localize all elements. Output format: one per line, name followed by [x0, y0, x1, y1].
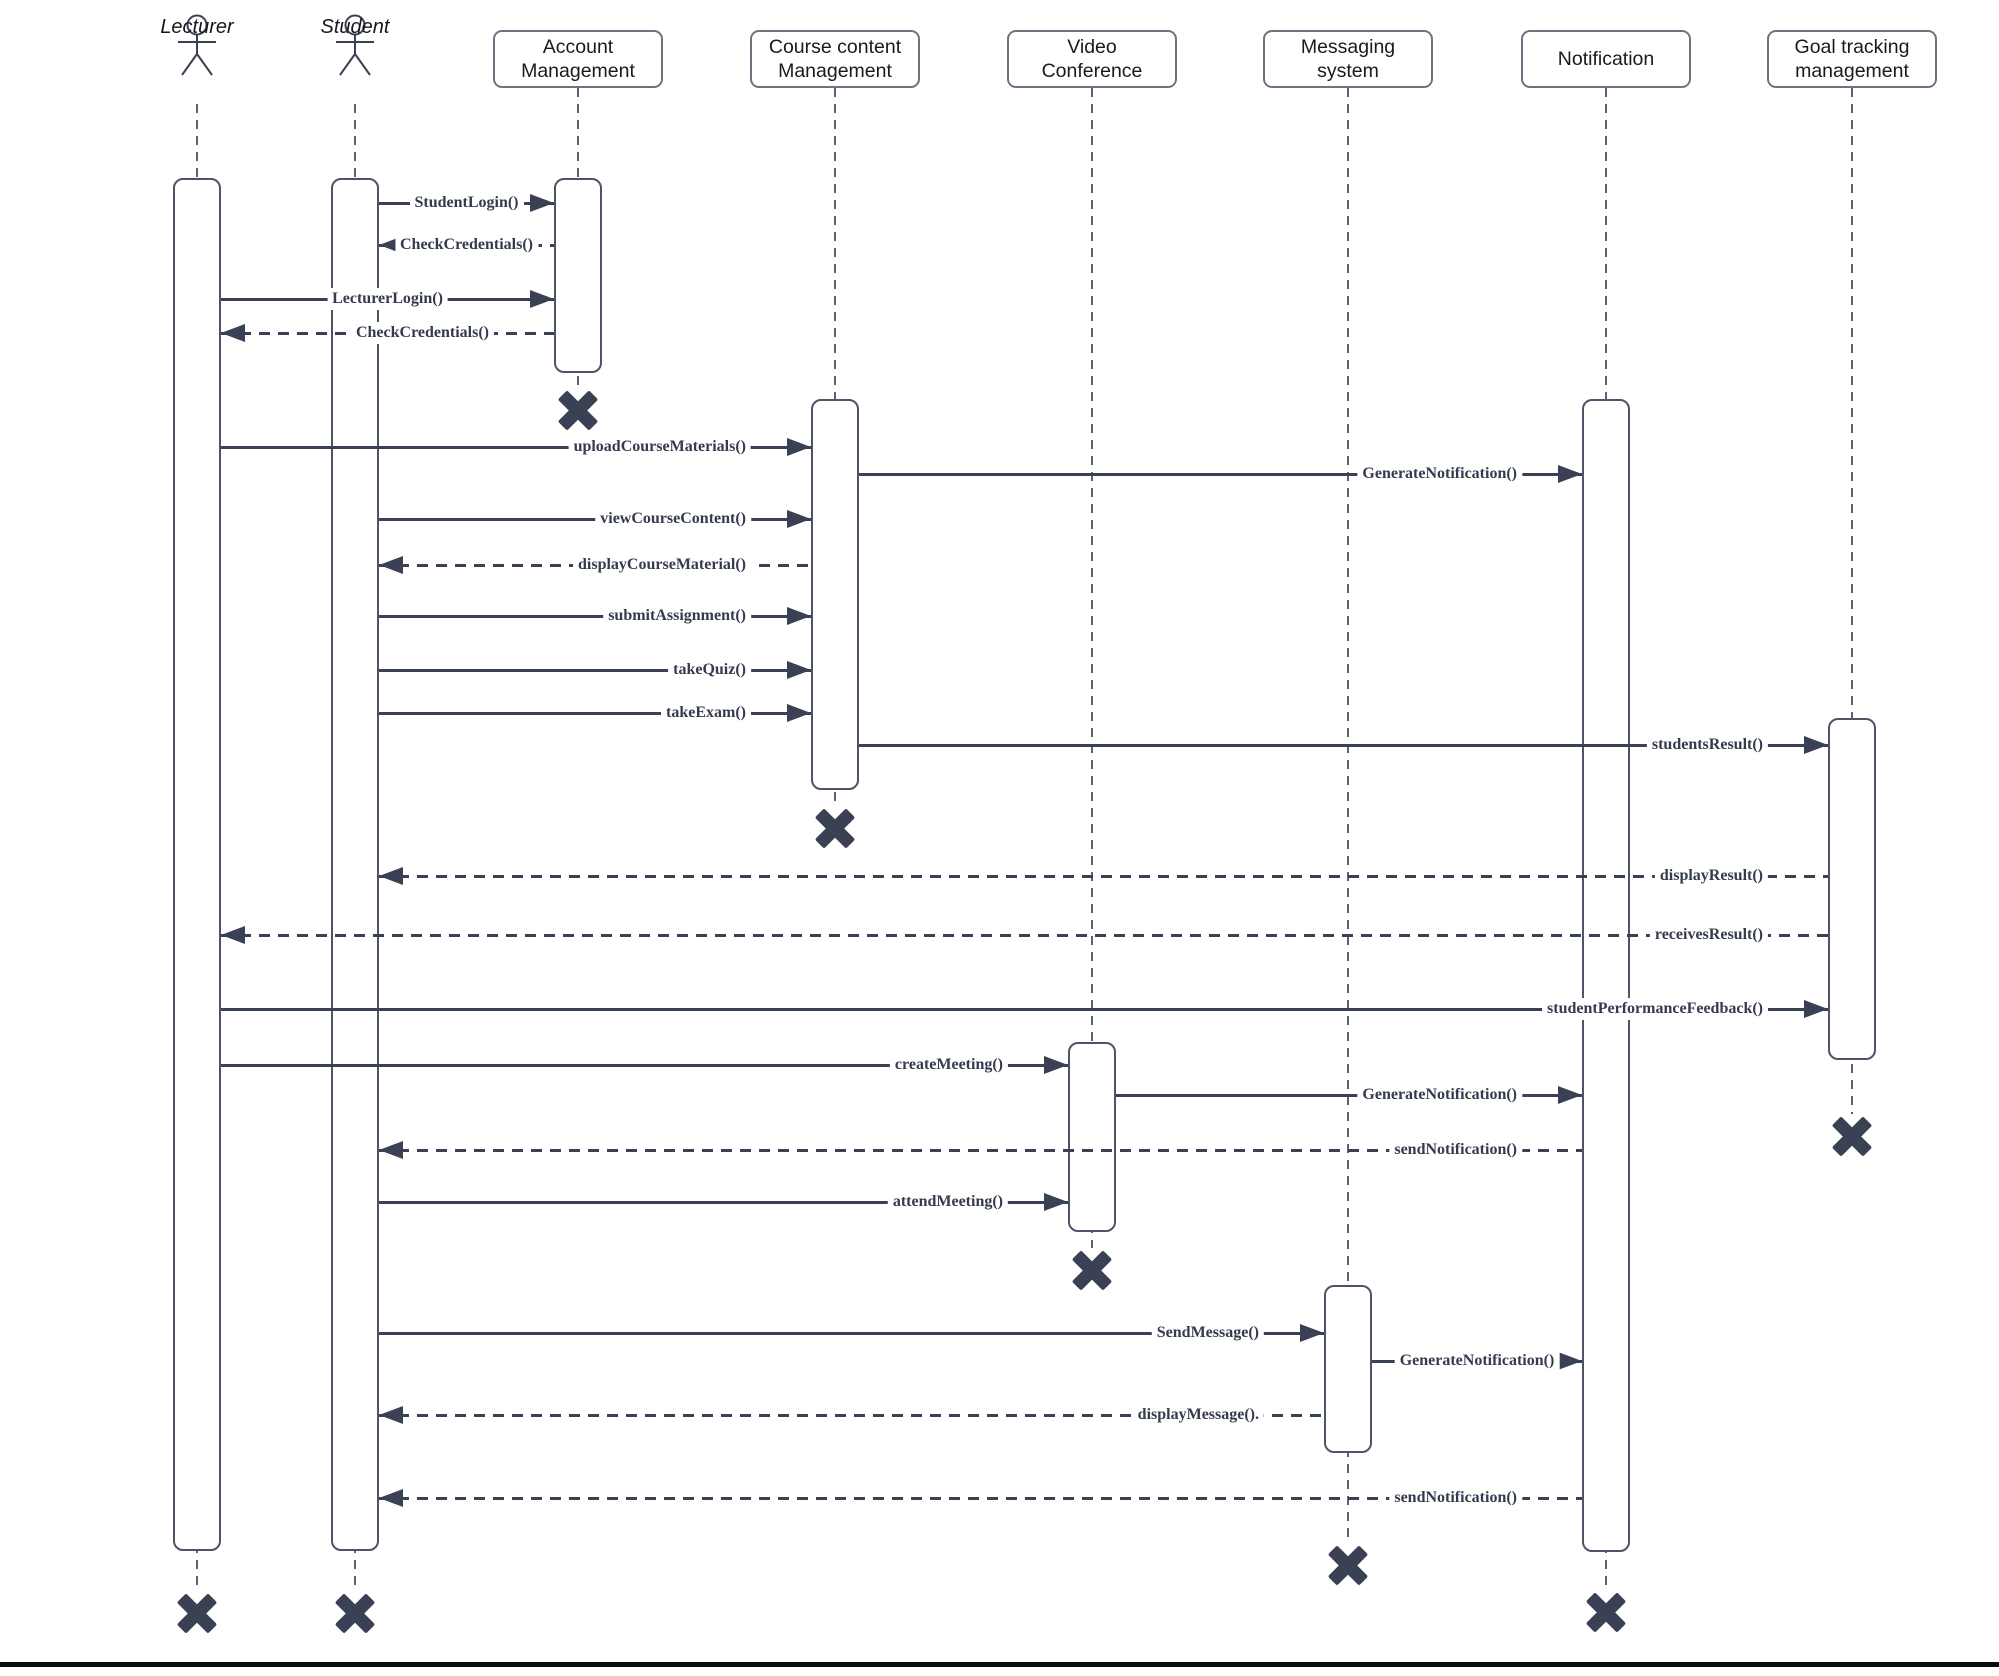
- arrowhead-icon: [530, 290, 554, 308]
- message-line-4: [221, 445, 811, 449]
- message-line-10: [379, 711, 811, 715]
- message-line-16: [1116, 1093, 1582, 1097]
- arrowhead-icon: [787, 510, 811, 528]
- participant-video: Video Conference: [1007, 30, 1177, 88]
- message-label-6: viewCourseContent(): [595, 508, 751, 530]
- arrowhead-icon: [1558, 465, 1582, 483]
- destroy-cross-icon: [333, 1591, 377, 1635]
- destroy-cross-icon: [175, 1591, 219, 1635]
- lifeline-messaging: [1347, 88, 1349, 1543]
- message-label-11: studentsResult(): [1646, 734, 1768, 756]
- arrowhead-icon: [379, 1141, 403, 1159]
- arrowhead-icon: [1300, 1324, 1324, 1342]
- lifeline-goal: [1851, 88, 1853, 1114]
- message-label-2: LecturerLogin(): [327, 288, 448, 310]
- destroy-cross-icon: [556, 388, 600, 432]
- message-line-18: [379, 1200, 1068, 1204]
- arrowhead-icon: [1558, 1086, 1582, 1104]
- bottom-border-line: [0, 1662, 1999, 1667]
- arrowhead-icon: [379, 1489, 403, 1507]
- arrowhead-icon: [379, 867, 403, 885]
- message-label-15: createMeeting(): [889, 1054, 1008, 1076]
- participant-label-course: Course content Management: [768, 35, 902, 82]
- activation-bar-student: [331, 178, 379, 1551]
- message-label-8: submitAssignment(): [603, 605, 751, 627]
- destroy-cross-icon: [1584, 1590, 1628, 1634]
- activation-bar-goal: [1828, 718, 1876, 1060]
- participant-notification: Notification: [1521, 30, 1691, 88]
- message-line-9: [379, 668, 811, 672]
- message-label-21: displayMessage().: [1132, 1404, 1264, 1426]
- actor-label-lecturer: Lecturer: [160, 16, 234, 38]
- message-label-13: receivesResult(): [1649, 924, 1768, 946]
- message-label-19: SendMessage(): [1151, 1322, 1264, 1344]
- activation-bar-messaging: [1324, 1285, 1372, 1453]
- message-line-6: [379, 517, 811, 521]
- message-line-17: [379, 1148, 1582, 1152]
- message-label-4: uploadCourseMaterials(): [568, 436, 751, 458]
- participant-label-goal: Goal tracking management: [1794, 35, 1910, 82]
- message-line-5: [859, 472, 1582, 476]
- message-line-13: [221, 933, 1828, 937]
- message-line-8: [379, 614, 811, 618]
- message-line-14: [221, 1007, 1828, 1011]
- message-label-22: sendNotification(): [1389, 1487, 1522, 1509]
- message-label-18: attendMeeting(): [887, 1191, 1008, 1213]
- message-line-19: [379, 1331, 1324, 1335]
- arrowhead-icon: [221, 324, 245, 342]
- activation-bar-lecturer: [173, 178, 221, 1551]
- destroy-cross-icon: [1326, 1543, 1370, 1587]
- arrowhead-icon: [1804, 1000, 1828, 1018]
- participant-label-messaging: Messaging system: [1300, 35, 1396, 82]
- arrowhead-icon: [221, 926, 245, 944]
- arrowhead-icon: [787, 438, 811, 456]
- lifeline-video: [1091, 88, 1093, 1248]
- message-label-0: StudentLogin(): [409, 192, 524, 214]
- activation-bar-course: [811, 399, 859, 790]
- arrowhead-icon: [530, 194, 554, 212]
- destroy-cross-icon: [813, 806, 857, 850]
- arrowhead-icon: [379, 556, 403, 574]
- participant-account: Account Management: [493, 30, 663, 88]
- message-label-10: takeExam(): [661, 702, 751, 724]
- message-line-11: [859, 743, 1828, 747]
- message-label-20: GenerateNotification(): [1394, 1350, 1560, 1372]
- arrowhead-icon: [787, 661, 811, 679]
- message-line-15: [221, 1063, 1068, 1067]
- activation-bar-notification: [1582, 399, 1630, 1552]
- activation-bar-video: [1068, 1042, 1116, 1232]
- message-label-3: CheckCredentials(): [350, 322, 494, 344]
- participant-label-notification: Notification: [1557, 47, 1655, 70]
- message-label-14: studentPerformanceFeedback(): [1542, 998, 1768, 1020]
- message-label-7: displayCourseMaterial(): [573, 554, 751, 576]
- message-label-1: CheckCredentials(): [394, 234, 539, 256]
- message-label-17: sendNotification(): [1389, 1139, 1522, 1161]
- arrowhead-icon: [787, 704, 811, 722]
- message-label-9: takeQuiz(): [668, 659, 751, 681]
- arrowhead-icon: [1558, 1352, 1582, 1370]
- destroy-cross-icon: [1830, 1114, 1874, 1158]
- message-line-22: [379, 1496, 1582, 1500]
- participant-messaging: Messaging system: [1263, 30, 1433, 88]
- destroy-cross-icon: [1070, 1248, 1114, 1292]
- participant-course: Course content Management: [750, 30, 920, 88]
- stick-figure-icon: [336, 14, 374, 76]
- activation-bar-account: [554, 178, 602, 373]
- message-label-12: displayResult(): [1654, 865, 1768, 887]
- arrowhead-icon: [379, 1406, 403, 1424]
- participant-goal: Goal tracking management: [1767, 30, 1937, 88]
- participant-label-account: Account Management: [521, 35, 635, 82]
- actor-label-student: Student: [320, 16, 390, 38]
- message-line-21: [379, 1413, 1324, 1417]
- arrowhead-icon: [1044, 1056, 1068, 1074]
- stick-figure-icon: [178, 14, 216, 76]
- message-label-5: GenerateNotification(): [1357, 463, 1522, 485]
- participant-label-video: Video Conference: [1041, 35, 1143, 82]
- message-label-16: GenerateNotification(): [1357, 1084, 1522, 1106]
- arrowhead-icon: [1804, 736, 1828, 754]
- arrowhead-icon: [1044, 1193, 1068, 1211]
- message-line-12: [379, 874, 1828, 878]
- arrowhead-icon: [787, 607, 811, 625]
